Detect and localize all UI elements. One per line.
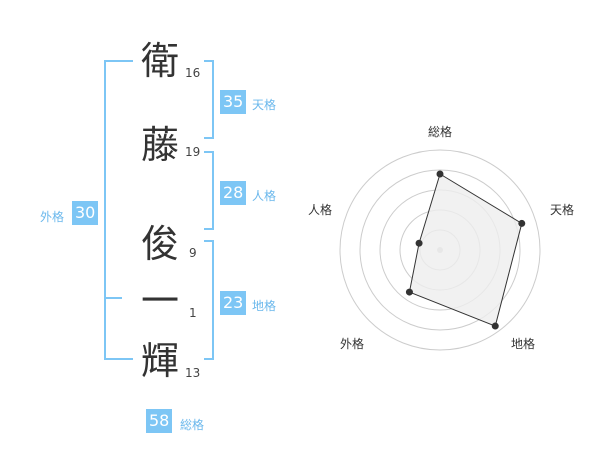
stroke-count-3: 9 — [189, 246, 197, 260]
tenkaku-bracket — [204, 60, 214, 62]
name-char-3: 俊 — [140, 222, 179, 266]
stroke-count-2: 19 — [185, 145, 201, 159]
name-char-1: 衛 — [140, 39, 179, 83]
gaikaku-bracket-vertical — [104, 60, 106, 360]
soukaku-label: 総格 — [180, 418, 205, 432]
jinkaku-bracket — [204, 151, 214, 153]
radar-label-soukaku: 総格 — [428, 125, 453, 139]
radar-ring — [359, 169, 521, 331]
gaikaku-bracket-split — [104, 297, 122, 299]
gaikaku-bracket-bottom — [104, 358, 133, 360]
radar-polygon — [408, 173, 523, 327]
tenkaku-bracket-bottom — [204, 137, 214, 139]
chikaku-bracket — [204, 240, 214, 242]
name-char-2: 藤 — [140, 123, 179, 167]
name-char-5: 輝 — [140, 339, 179, 383]
soukaku-value-badge: 58 — [146, 409, 173, 433]
chikaku-bracket-bottom — [204, 358, 214, 360]
jinkaku-bracket-bottom — [204, 228, 214, 230]
jinkaku-bracket-vertical — [212, 151, 214, 230]
radar-label-chikaku: 地格 — [511, 337, 536, 351]
radar-label-gaikaku: 外格 — [340, 337, 365, 351]
gaikaku-value-badge: 30 — [72, 201, 99, 225]
stroke-count-4: 1 — [189, 306, 197, 320]
tenkaku-bracket-vertical — [212, 60, 214, 139]
radar-point-2 — [518, 219, 526, 227]
stroke-count-5: 13 — [185, 366, 201, 380]
chikaku-bracket-vertical — [212, 240, 214, 360]
jinkaku-value-badge: 28 — [220, 181, 247, 205]
chikaku-label: 地格 — [252, 299, 277, 313]
radar-point-1 — [436, 170, 444, 178]
stroke-count-1: 16 — [185, 66, 201, 80]
radar-point-4 — [405, 288, 413, 296]
radar-label-jinkaku: 人格 — [308, 203, 333, 217]
tenkaku-value-badge: 35 — [220, 90, 247, 114]
radar-ring — [339, 149, 541, 351]
gaikaku-bracket-top — [104, 60, 133, 62]
radar-point-3 — [491, 322, 499, 330]
jinkaku-label: 人格 — [252, 189, 277, 203]
chikaku-value-badge: 23 — [220, 291, 247, 315]
radar-point-5 — [415, 239, 423, 247]
tenkaku-label: 天格 — [252, 98, 277, 112]
gaikaku-label: 外格 — [40, 210, 65, 224]
radar-label-tenkaku: 天格 — [550, 203, 575, 217]
name-char-4: 一 — [140, 279, 179, 323]
